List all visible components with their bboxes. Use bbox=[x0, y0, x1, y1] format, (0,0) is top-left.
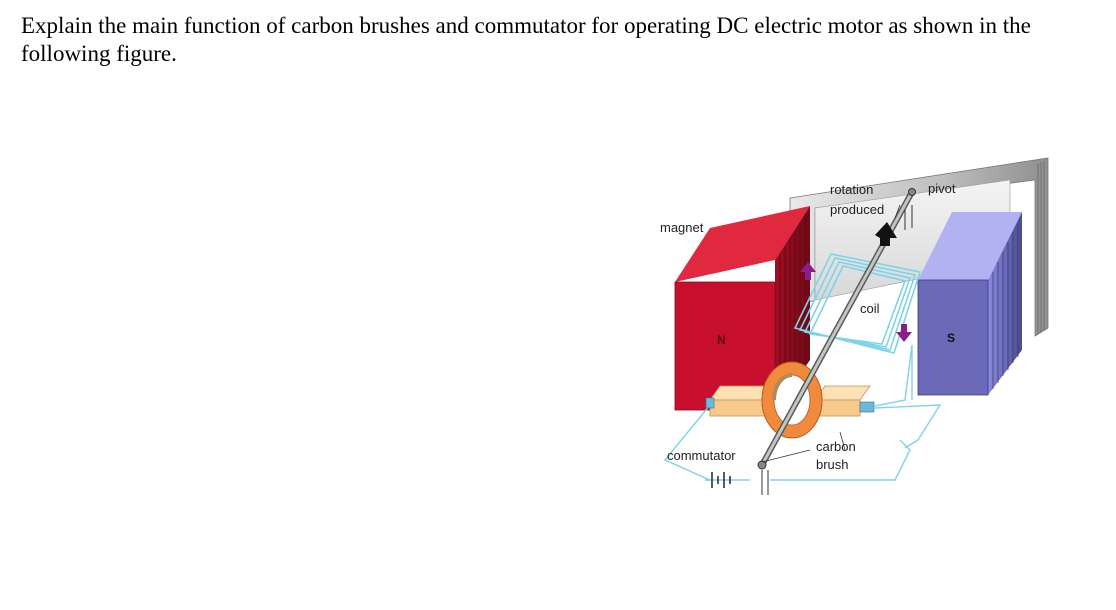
carbon-label: carbon bbox=[816, 439, 856, 454]
question-text: Explain the main function of carbon brus… bbox=[21, 13, 1031, 66]
coil bbox=[793, 253, 922, 354]
dc-motor-figure: magnet rotation produced pivot coil N S … bbox=[650, 150, 1060, 510]
north-pole-label: N bbox=[717, 333, 726, 347]
rotation-label: rotation bbox=[830, 182, 874, 197]
force-arrow-up-icon bbox=[800, 262, 816, 280]
pivot-label: pivot bbox=[928, 181, 956, 196]
coil-label: coil bbox=[860, 301, 880, 316]
magnet-label: magnet bbox=[660, 220, 704, 235]
south-pole-label: S bbox=[947, 331, 956, 345]
south-pole-magnet bbox=[917, 212, 1022, 396]
brush-label: brush bbox=[816, 457, 849, 472]
produced-label: produced bbox=[830, 202, 885, 217]
force-arrow-down-icon bbox=[896, 324, 912, 342]
rotation-arrow-icon bbox=[875, 222, 897, 246]
battery-icon bbox=[705, 472, 731, 488]
pointer-lines bbox=[761, 204, 901, 463]
commutator-label: commutator bbox=[667, 448, 736, 463]
dc-motor-illustration bbox=[663, 157, 1049, 495]
